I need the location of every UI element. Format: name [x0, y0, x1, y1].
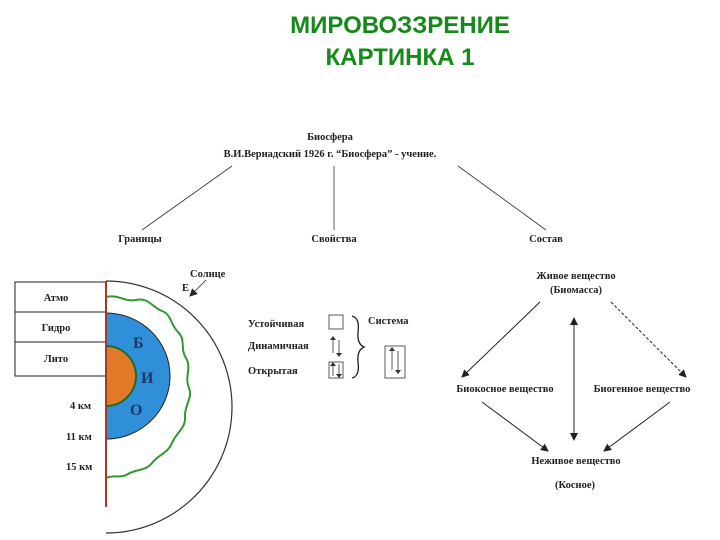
layer-lito: Лито — [44, 354, 68, 365]
hydrosphere-blue-body — [105, 312, 171, 440]
depth-15km: 15 км — [66, 462, 92, 473]
layer-atmo: Атмо — [44, 293, 68, 304]
branch-properties: Свойства — [311, 234, 357, 245]
letter-b: Б — [133, 335, 144, 352]
arrow-living-to-biogenic — [610, 301, 687, 378]
letter-o: О — [130, 402, 142, 419]
living-matter: Живое вещество — [536, 271, 615, 282]
arrow-living-to-bioinert — [461, 301, 541, 378]
inert-matter: (Косное) — [555, 480, 595, 491]
open-system-icon — [328, 361, 344, 379]
property-dynamic: Динамичная — [248, 341, 309, 352]
depth-4km: 4 км — [70, 401, 91, 412]
bioinert-matter: Биокосное вещество — [456, 384, 553, 395]
system-box-icon — [384, 345, 406, 379]
atmosphere-ring — [105, 280, 233, 534]
property-stable: Устойчивая — [248, 319, 304, 330]
letter-i: И — [141, 370, 154, 387]
root-title: Биосфера — [307, 132, 354, 143]
slide-title-line-2: КАРТИНКА 1 — [325, 44, 475, 71]
sun-label: Солнце — [190, 269, 226, 280]
sun-arrow — [189, 279, 207, 297]
root-subtitle: В.И.Вернадский 1926 г. “Биосфера” - учен… — [224, 149, 437, 160]
depth-11km: 11 км — [66, 432, 92, 443]
layer-gidro: Гидро — [42, 323, 71, 334]
biosphere-boundary-wave — [105, 295, 191, 479]
system-label: Система — [368, 316, 409, 327]
branch-line-composition — [457, 165, 547, 231]
energy-label: Е — [182, 283, 189, 294]
stable-square-icon — [328, 314, 344, 330]
system-arrows-icon — [389, 347, 401, 374]
arrow-biogenic-to-nonliving — [603, 401, 671, 452]
core-orange — [105, 344, 137, 408]
slide-title-line-1: МИРОВОЗЗРЕНИЕ — [290, 12, 510, 39]
dynamic-arrows-icon — [330, 336, 342, 357]
living-matter-biomass: (Биомасса) — [550, 285, 603, 296]
layer-box-lito — [14, 341, 107, 377]
branch-composition: Состав — [529, 234, 563, 245]
properties-brace — [351, 315, 366, 379]
branch-borders: Границы — [118, 234, 161, 245]
biogenic-matter: Биогенное вещество — [594, 384, 691, 395]
property-open: Открытая — [248, 366, 298, 377]
branch-line-borders — [141, 165, 233, 231]
layer-box-atmo — [14, 281, 107, 313]
arrow-bioinert-to-nonliving — [481, 401, 549, 452]
nonliving-matter: Неживое вещество — [531, 456, 620, 467]
